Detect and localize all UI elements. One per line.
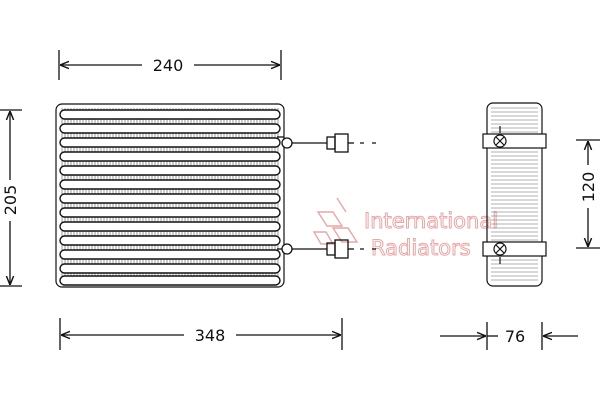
tube-pass [59,263,281,274]
dimension-left-height [0,109,22,287]
tube-pass [59,207,281,218]
dimension-depth [440,322,578,350]
watermark-line2: Radiators [371,236,471,260]
tube-pass [59,193,281,204]
tube-loops [59,109,281,286]
side-outline [486,102,543,287]
evaporator-front-view [55,103,285,288]
tube-pass [59,249,281,260]
dimension-top-width-label: 240 [153,56,184,75]
dimension-top-width [58,50,282,80]
tube-pass [59,123,281,134]
tube-pass [59,137,281,148]
outlet-fitting [277,239,378,259]
watermark-line1: International [364,209,498,233]
watermark: International Radiators [312,197,499,261]
core-outline [55,103,285,288]
tube-pass [59,151,281,162]
tube-pass [59,165,281,176]
dimension-right-height-label: 120 [579,172,598,203]
dimension-bottom-width-label: 348 [195,326,226,345]
dimension-right-height [576,139,600,249]
inlet-fitting [277,133,378,153]
dimension-depth-label: 76 [505,327,525,346]
tube-pass [59,221,281,232]
side-flange-bottom [482,241,547,257]
side-flange-top [482,133,547,149]
dimension-left-height-label: 205 [1,185,20,216]
tube-pass [59,179,281,190]
tube-pass [59,109,281,120]
tube-pass [59,235,281,246]
dimension-bottom-width [59,318,343,350]
tube-pass [59,275,281,286]
evaporator-side-view [482,102,547,287]
watermark-logo-icon [312,197,359,245]
